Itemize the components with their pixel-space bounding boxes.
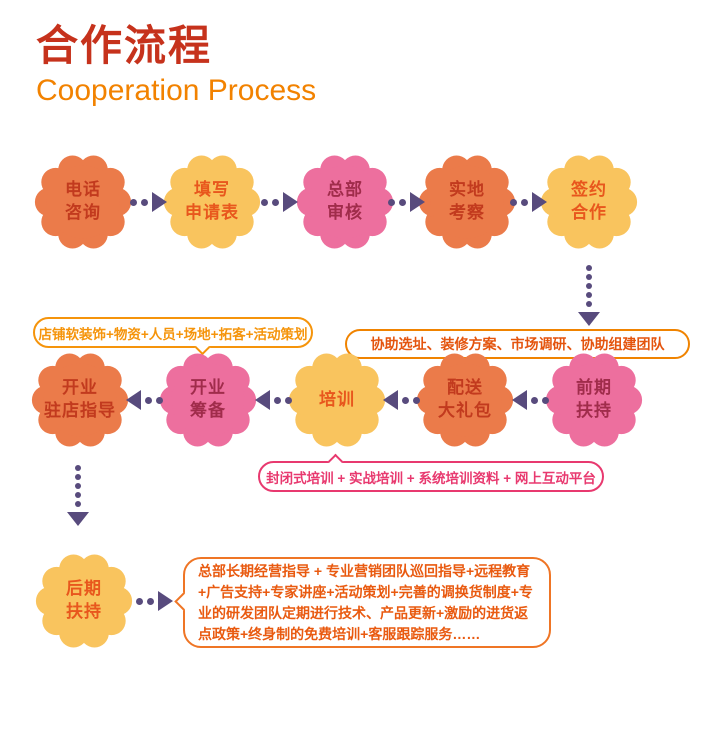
flow-node-label: 实地 考察 [449,180,485,222]
flow-node-opening-onsite-guide: 开业 驻店指导 [28,348,132,452]
flow-node-label: 填写 申请表 [185,180,239,222]
flow-node-opening-prep: 开业 筹备 [156,348,260,452]
arrow-left-icon [255,390,292,410]
callout-early-support: 协助选址、装修方案、市场调研、协助组建团队 [345,329,690,367]
arrow-down-icon [578,265,600,326]
page-subtitle: Cooperation Process [36,74,317,108]
flow-node-label: 后期 扶持 [66,579,102,621]
flow-node-label: 电话 咨询 [65,180,101,222]
callout-training: 封闭式培训 + 实战培训 + 系统培训资料 + 网上互动平台 [258,453,604,492]
flow-node-training: 培训 [285,348,389,452]
arrow-left-icon [383,390,420,410]
flow-node-label: 前期 扶持 [576,378,612,420]
flow-node-label: 培训 [319,389,355,409]
flow-node-label: 开业 筹备 [190,378,226,420]
flow-node-label: 总部 审核 [327,180,363,222]
arrow-down-icon [67,465,89,526]
arrow-left-icon [512,390,549,410]
flow-node-gift-delivery: 配送 大礼包 [413,348,517,452]
flow-node-site-visit: 实地 考察 [415,150,519,254]
callout-training-text: 封闭式培训 + 实战培训 + 系统培训资料 + 网上互动平台 [266,470,596,486]
flow-node-label: 配送 大礼包 [438,378,492,420]
callout-opening-prep-text: 店铺软装饰+物资+人员+场地+拓客+活动策划 [38,326,308,342]
flow-node-sign-contract: 签约 合作 [537,150,641,254]
callout-opening-prep: 店铺软装饰+物资+人员+场地+拓客+活动策划 [33,317,313,356]
flow-node-early-support: 前期 扶持 [542,348,646,452]
flow-node-label: 签约 合作 [571,180,607,222]
callout-early-support-text: 协助选址、装修方案、市场调研、协助组建团队 [370,336,665,352]
arrow-right-icon [136,591,173,611]
flow-node-late-support: 后期 扶持 [32,549,136,653]
arrow-left-icon [126,390,163,410]
bubble-late-support: 总部长期经营指导 + 专业营销团队巡回指导+远程教育+广告支持+专家讲座+活动策… [174,557,551,648]
flow-node-hq-review: 总部 审核 [293,150,397,254]
arrow-right-icon [510,192,547,212]
flow-node-phone-consult: 电话 咨询 [31,150,135,254]
arrow-right-icon [130,192,167,212]
arrow-right-icon [261,192,298,212]
flow-node-fill-form: 填写 申请表 [160,150,264,254]
bubble-late-support-text: 总部长期经营指导 + 专业营销团队巡回指导+远程教育+广告支持+专家讲座+活动策… [198,562,533,642]
arrow-right-icon [388,192,425,212]
header: 合作流程 Cooperation Process [36,22,316,108]
page-title: 合作流程 [36,22,213,69]
flow-node-label: 开业 驻店指导 [44,378,116,420]
